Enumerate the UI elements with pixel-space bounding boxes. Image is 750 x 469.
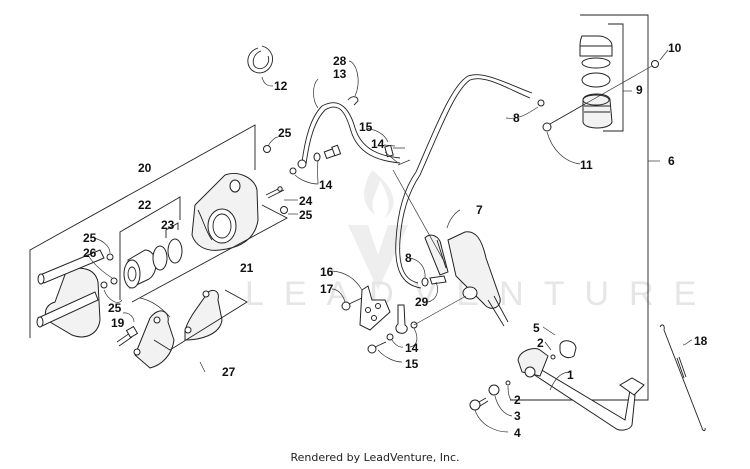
part-washer[interactable] [263, 145, 271, 153]
part-bracket-bolt[interactable] [116, 325, 139, 347]
part-caliper-body[interactable] [191, 173, 259, 251]
callout-25[interactable]: 25 [108, 301, 122, 315]
callout-1[interactable]: 1 [567, 368, 574, 382]
part-reservoir-nut[interactable] [584, 60, 659, 105]
group-bracket-6 [510, 14, 649, 401]
callout-25[interactable]: 25 [278, 126, 292, 140]
group-bracket-9 [603, 23, 624, 132]
part-crush-washer[interactable] [313, 152, 321, 162]
part-pedal-bolt[interactable] [469, 397, 489, 411]
part-brake-pedal[interactable] [517, 347, 645, 431]
callout-2[interactable]: 2 [537, 336, 544, 350]
callout-15[interactable]: 15 [405, 357, 419, 371]
callout-2[interactable]: 2 [514, 393, 521, 407]
callout-16[interactable]: 16 [320, 265, 334, 279]
part-o-ring[interactable] [505, 380, 511, 386]
callout-20[interactable]: 20 [138, 161, 152, 175]
group-bracket-lines [29, 124, 288, 351]
part-washer[interactable] [110, 277, 118, 285]
callout-6[interactable]: 6 [668, 154, 675, 168]
part-crush-washer[interactable] [386, 333, 394, 341]
callout-23[interactable]: 23 [161, 218, 175, 232]
callout-10[interactable]: 10 [668, 41, 682, 55]
callout-7[interactable]: 7 [476, 203, 483, 217]
part-hose-fitting[interactable] [429, 275, 447, 285]
part-piston-seal[interactable] [152, 245, 168, 271]
callout-18[interactable]: 18 [694, 334, 708, 348]
part-crush-washer[interactable] [289, 167, 297, 175]
part-snap-ring[interactable] [247, 45, 273, 74]
part-o-ring[interactable] [550, 354, 556, 360]
callout-24[interactable]: 24 [299, 194, 313, 208]
part-washer[interactable] [280, 206, 288, 214]
callout-8[interactable]: 8 [405, 251, 412, 265]
callout-3[interactable]: 3 [514, 409, 521, 423]
part-washer[interactable] [100, 281, 108, 289]
part-banjo-bolt-upper[interactable] [323, 144, 342, 160]
callout-14[interactable]: 14 [405, 341, 419, 355]
part-master-cylinder[interactable] [424, 231, 509, 327]
part-mounting-plate[interactable] [359, 285, 391, 331]
part-piston[interactable] [123, 249, 157, 289]
part-banjo-fitting[interactable] [395, 304, 408, 334]
part-banjo-bolt-lower[interactable] [384, 144, 394, 158]
part-reservoir[interactable] [579, 35, 613, 129]
part-brake-line[interactable] [392, 169, 446, 264]
callout-8[interactable]: 8 [513, 111, 520, 125]
part-return-spring[interactable] [659, 324, 706, 432]
part-reservoir-hose[interactable] [395, 74, 533, 289]
callout-4[interactable]: 4 [514, 426, 521, 440]
part-hose-clamp[interactable] [421, 277, 429, 287]
callout-9[interactable]: 9 [636, 83, 643, 97]
part-reservoir-screw[interactable] [542, 103, 586, 132]
part-pedal-bushing-plate[interactable] [559, 340, 577, 359]
callout-15[interactable]: 15 [359, 120, 373, 134]
part-hose-clip[interactable] [347, 96, 359, 106]
part-washer[interactable] [106, 253, 114, 261]
part-plate-bolt[interactable] [341, 297, 363, 311]
part-piston-seal[interactable] [167, 238, 183, 264]
part-brake-hose[interactable] [297, 102, 401, 169]
callout-labels: 1 2 2 3 4 5 6 7 8 8 9 10 11 12 13 14 14 … [83, 41, 708, 440]
callout-21[interactable]: 21 [240, 261, 254, 275]
callout-12[interactable]: 12 [274, 79, 288, 93]
callout-25[interactable]: 25 [83, 231, 97, 245]
callout-26[interactable]: 26 [83, 246, 97, 260]
watermark-flame-icon [364, 170, 394, 218]
leader-lines [87, 49, 693, 433]
callout-29[interactable]: 29 [415, 295, 429, 309]
callout-19[interactable]: 19 [111, 316, 125, 330]
callout-28[interactable]: 28 [333, 54, 347, 68]
part-caliper-bracket[interactable] [36, 249, 105, 338]
callout-27[interactable]: 27 [222, 365, 236, 379]
callout-13[interactable]: 13 [333, 67, 347, 81]
footer-credit: Rendered by LeadVenture, Inc. [290, 451, 460, 464]
callout-22[interactable]: 22 [138, 198, 152, 212]
callout-14[interactable]: 14 [319, 178, 333, 192]
part-brake-pad-inner[interactable] [133, 310, 175, 369]
callout-17[interactable]: 17 [320, 282, 334, 296]
callout-14[interactable]: 14 [371, 137, 385, 151]
watermark-v-logo-icon [348, 225, 408, 290]
callout-25[interactable]: 25 [299, 208, 313, 222]
part-brake-pad-outer[interactable] [184, 289, 223, 341]
part-pedal-washer[interactable] [488, 384, 500, 396]
part-hose-clamp[interactable] [537, 99, 545, 107]
callout-11[interactable]: 11 [580, 158, 593, 172]
callout-5[interactable]: 5 [533, 321, 540, 335]
part-banjo-bolt-lower-2[interactable] [367, 341, 387, 354]
